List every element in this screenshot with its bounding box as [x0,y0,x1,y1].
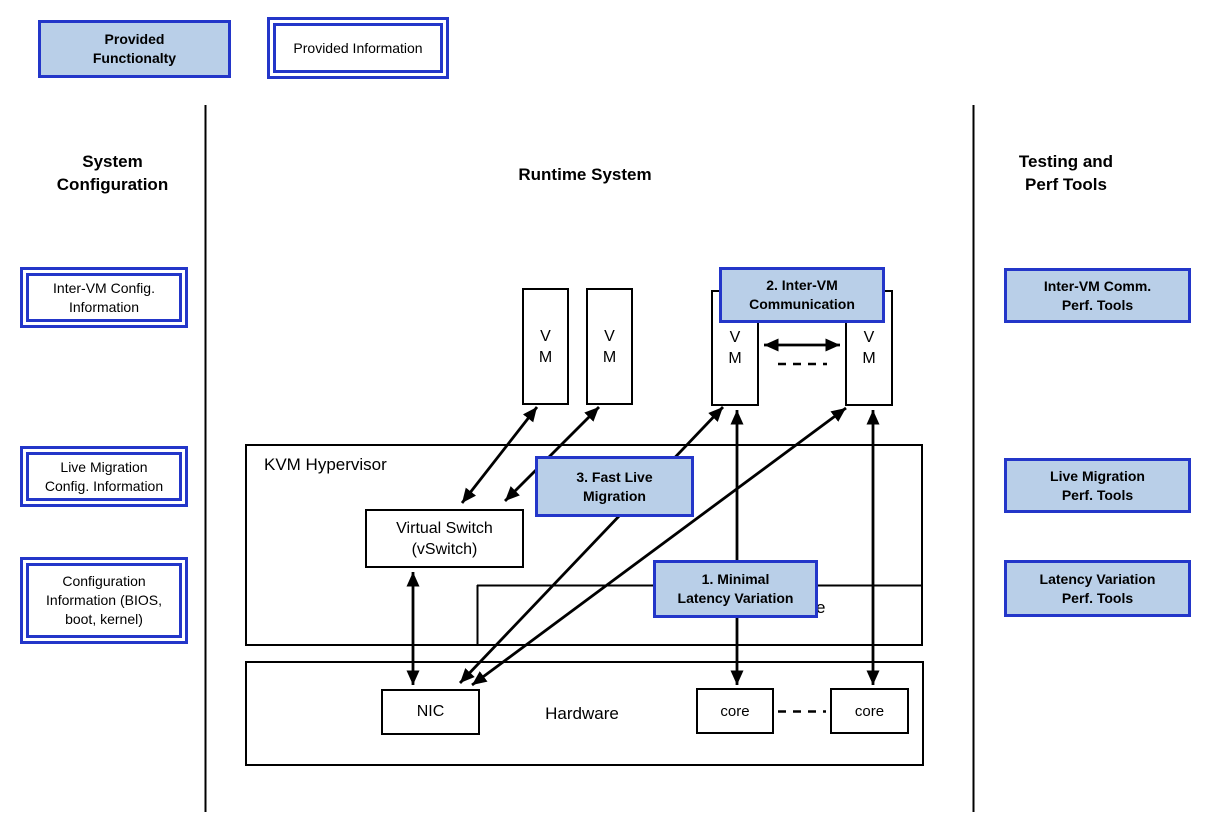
kvm-hypervisor-label: KVM Hypervisor [264,455,387,474]
nic-box: NIC [381,689,480,735]
inter-vm-communication-label: 2. Inter-VM Communication [749,277,855,312]
testing-perf-tools-title-text: Testing and Perf Tools [1018,152,1114,194]
perf-box-latency-variation: Latency Variation Perf. Tools [1004,560,1191,617]
perf-box-inter-vm-comm: Inter-VM Comm. Perf. Tools [1004,268,1191,323]
core-1-label: core [720,702,750,720]
core-box-2: core [830,688,909,734]
perf-box-live-migration: Live Migration Perf. Tools [1004,458,1191,513]
vm-3-label: V M [728,329,742,367]
latency-variation-perf-label: Latency Variation Perf. Tools [1039,570,1156,606]
core-box-1: core [696,688,774,734]
system-configuration-title-text: System Configuration [56,152,169,194]
legend-provided-information: Provided Information [267,17,449,79]
hardware-box: Hardware [245,661,924,766]
info-box-configuration-information: Configuration Information (BIOS, boot, k… [20,557,188,644]
inter-vm-config-label: Inter-VM Config. Information [53,279,155,315]
hardware-label: Hardware [545,704,619,723]
live-migration-perf-label: Live Migration Perf. Tools [1050,467,1145,503]
legend-provided-functionality-label: Provided Functionalty [92,31,177,66]
info-box-inter-vm-config: Inter-VM Config. Information [20,267,188,328]
feature-box-minimal-latency-variation: 1. Minimal Latency Variation [653,560,818,618]
nic-label: NIC [416,703,445,720]
vm-box-1: V M [522,288,569,405]
feature-box-inter-vm-communication: 2. Inter-VM Communication [719,267,885,323]
feature-box-fast-live-migration: 3. Fast Live Migration [535,456,694,517]
column-title-system-configuration: System Configuration [20,149,205,197]
minimal-latency-variation-label: 1. Minimal Latency Variation [677,571,794,606]
vm-4-label: V M [862,329,876,367]
virtual-switch-label: Virtual Switch (vSwitch) [396,519,493,558]
inter-vm-comm-perf-label: Inter-VM Comm. Perf. Tools [1043,277,1152,313]
live-migration-config-label: Live Migration Config. Information [44,458,164,494]
column-title-testing-perf-tools: Testing and Perf Tools [976,149,1156,197]
runtime-system-title-text: Runtime System [518,164,652,184]
vm-2-label: V M [602,327,617,366]
fast-live-migration-label: 3. Fast Live Migration [576,468,653,504]
vm-box-2: V M [586,288,633,405]
vm-1-label: V M [538,327,553,366]
legend-provided-information-label: Provided Information [293,39,423,56]
info-box-live-migration-config: Live Migration Config. Information [20,446,188,507]
column-title-runtime-system: Runtime System [480,161,690,187]
virtual-switch-box: Virtual Switch (vSwitch) [365,509,524,568]
core-2-label: core [854,702,885,720]
configuration-information-label: Configuration Information (BIOS, boot, k… [46,573,162,627]
legend-provided-functionality: Provided Functionalty [38,20,231,78]
